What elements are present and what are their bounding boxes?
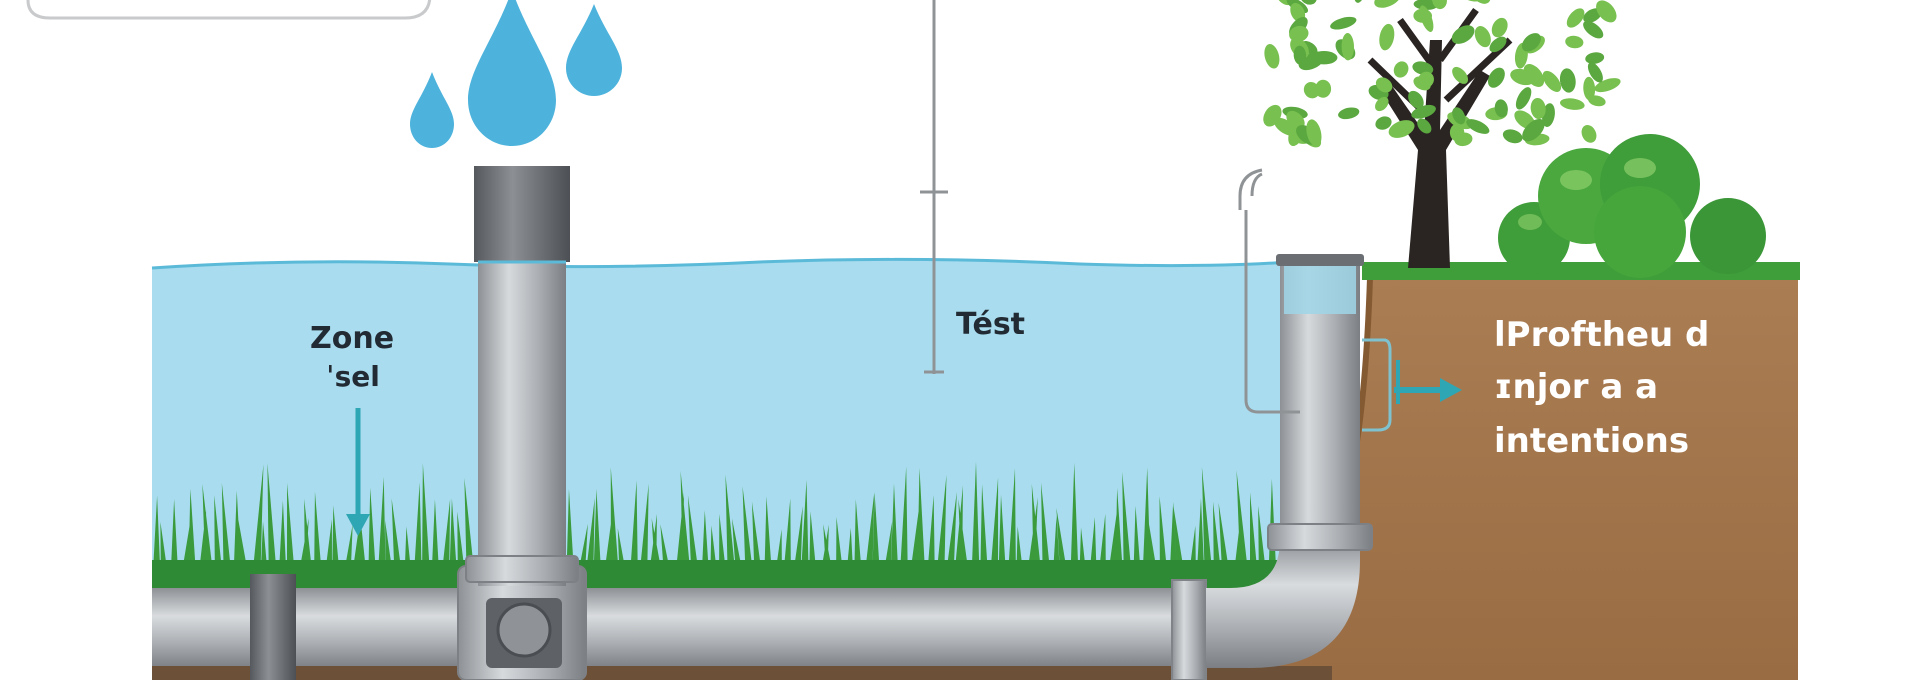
soil-label-line3: intentions [1494,421,1689,461]
main-pipe [152,588,1252,668]
pipe-coupling-left [250,574,296,680]
shrub-icon [1498,134,1766,278]
zone-label-line2: ˈsel [326,360,380,393]
water-drop-icon [566,4,622,96]
riser-cap [1276,254,1364,266]
pipe-elbow [1206,540,1360,668]
test-label: Tést [956,307,1025,342]
soil-top-grass [1362,262,1800,280]
soil-label-line1: lProftheu d [1494,315,1709,355]
grass-icon [152,461,1286,590]
zone-label-line1: Zone [310,321,394,356]
pipe-coupling-right [1171,579,1207,680]
sensor-tube [1238,168,1300,414]
soil-block [1260,278,1798,680]
riser-collar [1267,523,1373,551]
water-surface-line [151,257,1291,270]
arrow-down-icon [346,514,370,536]
water-drop-icon [410,72,454,148]
intake-collar [465,555,579,583]
arrow-right-icon [1440,378,1462,402]
valve-wheel [496,602,552,658]
sensor-outlet [1362,338,1392,432]
water-body [152,259,1290,580]
corner-panel [26,0,432,20]
soil-label-line2: ɪnjor a a [1494,367,1658,407]
water-drop-icon [468,0,556,146]
pipe-bottom-edge [152,666,1332,680]
tree-icon [1263,0,1621,268]
intake-cap [474,166,570,262]
riser-water-level [1284,262,1356,314]
